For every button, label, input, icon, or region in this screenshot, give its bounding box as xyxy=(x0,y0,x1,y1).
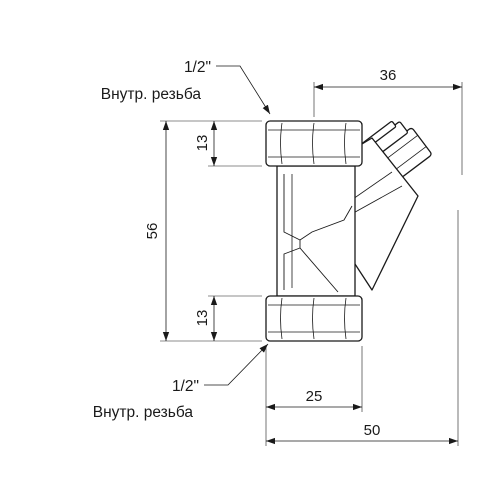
y-strainer-body xyxy=(265,120,432,342)
dimension-50-label: 50 xyxy=(364,422,381,439)
pipe-body xyxy=(276,165,356,297)
dimension-25: 25 xyxy=(266,388,362,411)
top-thread-size: 1/2" xyxy=(184,59,211,76)
dimension-top-13-label: 13 xyxy=(194,135,211,152)
dimension-36: 36 xyxy=(314,67,462,91)
top-hex-nut xyxy=(265,120,363,167)
dimension-50: 50 xyxy=(266,422,458,445)
dimension-25-label: 25 xyxy=(306,388,323,405)
bottom-thread-type: Внутр. резьба xyxy=(93,404,194,421)
dimension-56-label: 56 xyxy=(144,223,161,240)
dimension-36-label: 36 xyxy=(380,67,397,84)
top-thread-callout: 1/2" Внутр. резьба xyxy=(101,59,271,115)
dimension-56: 56 xyxy=(144,121,170,341)
bottom-thread-callout: 1/2" Внутр. резьба xyxy=(93,343,269,421)
bottom-hex-nut xyxy=(265,295,363,342)
dimension-bottom-13: 13 xyxy=(194,296,218,341)
dimension-bottom-13-label: 13 xyxy=(194,310,211,327)
dimension-top-13: 13 xyxy=(194,121,218,166)
bottom-thread-size: 1/2" xyxy=(172,378,199,395)
top-thread-type: Внутр. резьба xyxy=(101,86,202,103)
